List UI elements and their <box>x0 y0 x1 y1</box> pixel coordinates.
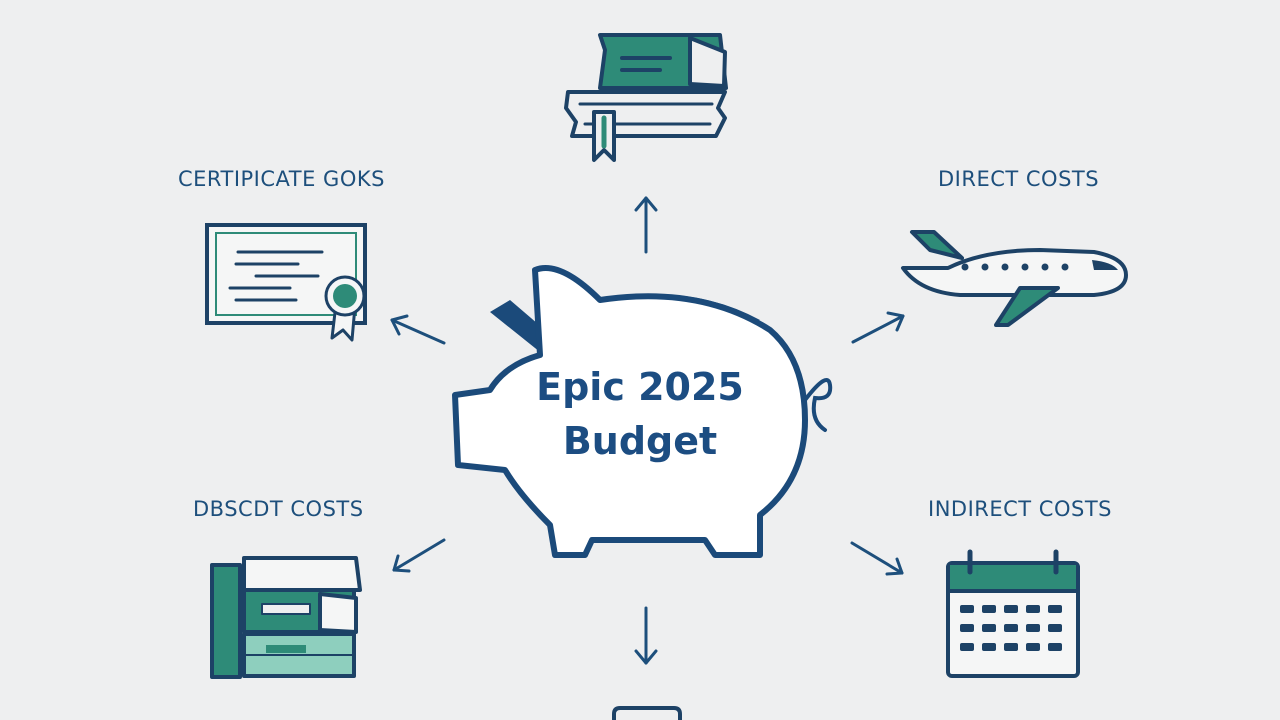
book-stack-icon <box>210 556 362 679</box>
budget-title-line1: Epic 2025 <box>536 365 744 409</box>
budget-title-line2: Budget <box>562 419 718 463</box>
books-with-bookmark-icon <box>564 33 728 162</box>
indirect-costs-label: INDIRECT COSTS <box>928 497 1112 521</box>
arrow-up-right <box>851 311 905 344</box>
calendar-icon <box>946 549 1080 678</box>
arrow-up-left <box>390 314 446 345</box>
certificate-label: CERTIPICATE GOKS <box>178 167 385 191</box>
direct-costs-label: DIRECT COSTS <box>938 167 1100 191</box>
budget-title: Epic 2025 Budget <box>470 360 810 468</box>
costs-label-left: DBSCDT COSTS <box>193 497 364 521</box>
airplane-icon <box>901 230 1128 327</box>
arrow-down-left <box>392 538 446 573</box>
arrow-up <box>634 196 658 254</box>
piggy-bank-icon <box>452 265 833 558</box>
arrow-down <box>634 606 658 665</box>
certificate-icon <box>205 223 367 342</box>
arrow-down-right <box>850 541 904 576</box>
cropped-bottom-icon <box>612 706 682 720</box>
